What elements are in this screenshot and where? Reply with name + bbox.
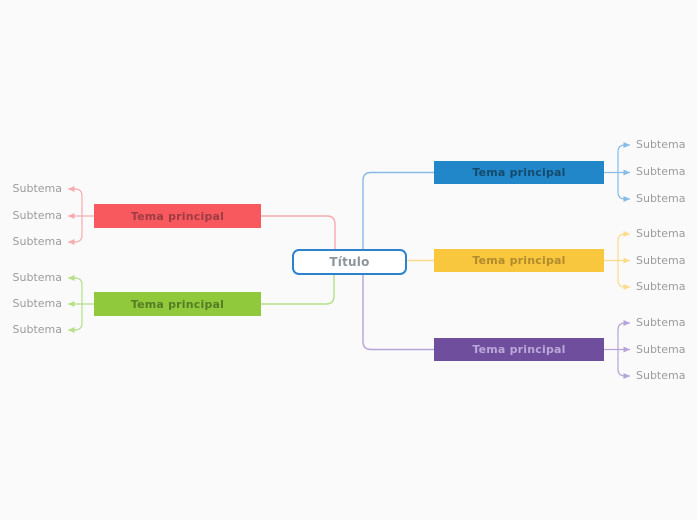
subtopic-label[interactable]: Subtema [636, 343, 686, 356]
connector-green-sub-bot [68, 304, 83, 333]
connector-purple-sub-bot [617, 349, 630, 379]
red-subtopic-links [68, 186, 94, 245]
subtopic-label[interactable]: Subtema [636, 192, 686, 205]
subtopic-label[interactable]: Subtema [636, 227, 686, 240]
subtopic-label[interactable]: Subtema [636, 369, 686, 382]
main-topic-blue[interactable]: Tema principal [434, 161, 604, 184]
connector-root-red [261, 215, 336, 253]
connector-root-purple [362, 271, 434, 351]
connector-yellow-sub-top [617, 231, 630, 261]
subtopic-label[interactable]: Subtema [636, 280, 686, 293]
green-subtopic-links [68, 275, 94, 333]
subtopic-label[interactable]: Subtema [12, 323, 62, 336]
subtopic-label[interactable]: Subtema [636, 165, 686, 178]
connector-yellow-sub-bot [617, 260, 630, 290]
main-topic-purple[interactable]: Tema principal [434, 338, 604, 361]
main-topic-green[interactable]: Tema principal [94, 292, 261, 316]
subtopic-label[interactable]: Subtema [636, 254, 686, 267]
blue-subtopic-links [604, 142, 630, 202]
main-topic-red[interactable]: Tema principal [94, 204, 261, 228]
connector-green-sub-top [68, 275, 83, 304]
subtopic-label[interactable]: Subtema [12, 209, 62, 222]
root-links [261, 171, 434, 351]
subtopic-label[interactable]: Subtema [12, 271, 62, 284]
connector-purple-sub-top [617, 320, 630, 350]
yellow-subtopic-links [604, 231, 630, 290]
connector-root-green [261, 271, 335, 305]
connector-root-blue [362, 171, 434, 253]
connector-blue-sub-top [617, 142, 630, 173]
subtopic-label[interactable]: Subtema [636, 138, 686, 151]
subtopic-label[interactable]: Subtema [12, 297, 62, 310]
connector-red-sub-top [68, 186, 83, 216]
root-topic-node[interactable]: Título [292, 249, 407, 275]
main-topic-yellow[interactable]: Tema principal [434, 249, 604, 272]
connector-red-sub-bot [68, 216, 83, 245]
subtopic-label[interactable]: Subtema [12, 182, 62, 195]
connector-blue-sub-bot [617, 172, 630, 202]
subtopic-label[interactable]: Subtema [12, 235, 62, 248]
subtopic-label[interactable]: Subtema [636, 316, 686, 329]
purple-subtopic-links [604, 320, 630, 379]
